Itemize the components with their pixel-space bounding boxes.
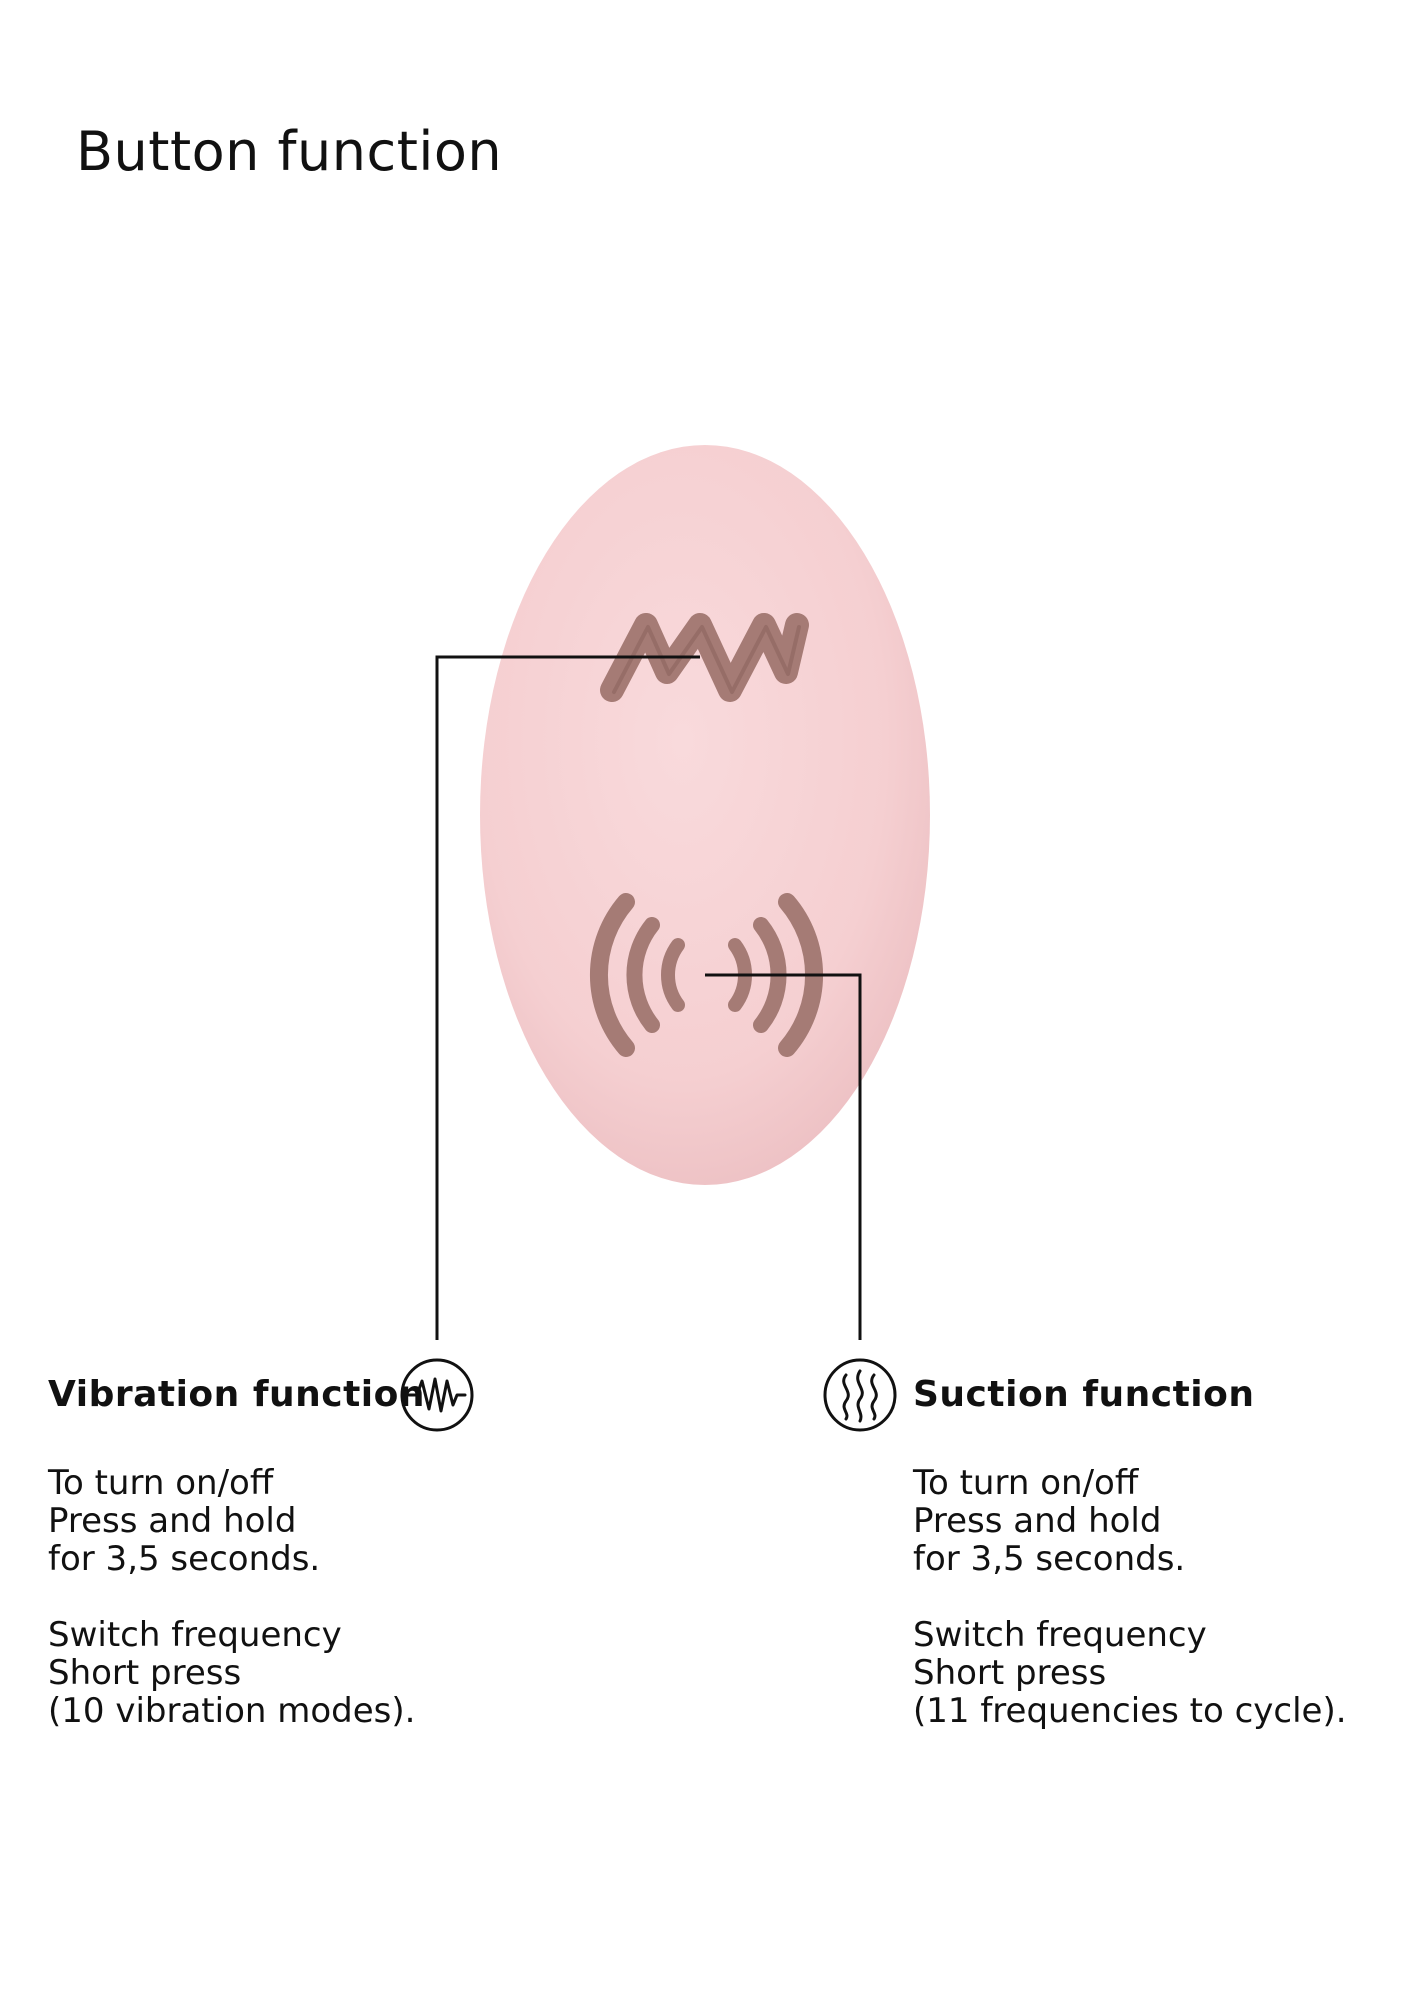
vibration-switch-heading: Switch frequency [48,1615,342,1655]
suction-function-title: Suction function [913,1374,1255,1416]
vibration-button[interactable] [600,613,809,702]
suction-onoff-instructions: To turn on/off Press and hold for 3,5 se… [913,1464,1393,1578]
vibration-function-title: Vibration function [48,1374,425,1416]
vibration-switch-instructions: Switch frequency Short press (10 vibrati… [48,1616,528,1730]
suction-onoff-line2: for 3,5 seconds. [913,1539,1186,1579]
vibration-switch-line1: Short press [48,1653,242,1693]
vibration-onoff-line2: for 3,5 seconds. [48,1539,321,1579]
suction-switch-instructions: Switch frequency Short press (11 frequen… [913,1616,1393,1730]
vibration-onoff-line1: Press and hold [48,1501,297,1541]
page-title: Button function [76,120,503,183]
suction-leader-line [705,973,862,1340]
suction-onoff-line1: Press and hold [913,1501,1162,1541]
suction-function-section: Suction function To turn on/off Press an… [913,1350,1393,1730]
vibration-leader-line [435,655,700,1340]
vibration-onoff-instructions: To turn on/off Press and hold for 3,5 se… [48,1464,528,1578]
device-body [480,445,930,1185]
suction-switch-line2: (11 frequencies to cycle). [913,1691,1347,1731]
vibration-wave-circle-icon [400,1358,474,1432]
suction-switch-heading: Switch frequency [913,1615,1207,1655]
vibration-function-section: Vibration function To turn on/off Press … [48,1350,528,1730]
suction-switch-line1: Short press [913,1653,1107,1693]
vibration-onoff-heading: To turn on/off [48,1463,274,1503]
suction-flow-circle-icon [823,1358,897,1432]
zigzag-wave-icon [600,613,809,702]
vibration-switch-line2: (10 vibration modes). [48,1691,416,1731]
suction-onoff-heading: To turn on/off [913,1463,1139,1503]
